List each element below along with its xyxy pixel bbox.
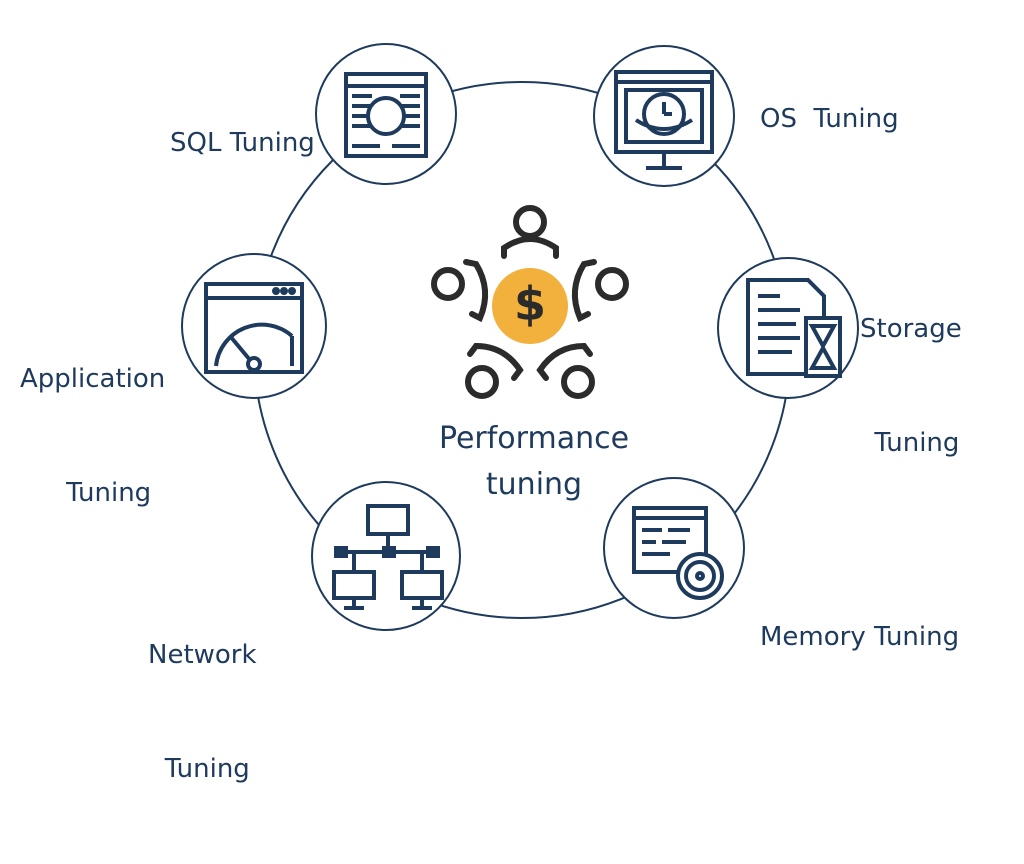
os-monitor-clock-icon bbox=[614, 70, 714, 170]
node-network bbox=[311, 481, 461, 631]
storage-document-hourglass-icon bbox=[746, 278, 842, 378]
diagram-canvas: $ bbox=[181, 43, 859, 631]
label-application-line1: Application bbox=[20, 364, 166, 394]
label-memory-line1: Memory Tuning bbox=[760, 622, 960, 652]
node-os bbox=[593, 45, 735, 187]
label-network-line2: Tuning bbox=[164, 754, 250, 784]
label-application-line2: Tuning bbox=[66, 478, 152, 508]
performance-tuning-diagram: $ SQL Tuning OS Tunin bbox=[20, 24, 962, 784]
center-label: Performance tuning bbox=[404, 416, 664, 508]
node-application bbox=[181, 253, 327, 399]
sql-table-icon bbox=[344, 72, 428, 158]
label-network: Network Tuning bbox=[148, 560, 257, 864]
label-sql-line1: SQL Tuning bbox=[170, 128, 315, 158]
memory-window-disk-icon bbox=[632, 506, 724, 600]
node-sql bbox=[315, 43, 457, 185]
label-network-line1: Network bbox=[148, 640, 257, 670]
label-application: Application Tuning bbox=[20, 284, 165, 588]
label-os: OS Tuning bbox=[760, 24, 899, 214]
label-storage-line2: Tuning bbox=[874, 428, 960, 458]
node-memory bbox=[603, 477, 745, 619]
network-computers-icon bbox=[332, 504, 444, 610]
label-os-line1: OS Tuning bbox=[760, 104, 899, 134]
label-storage: Storage Tuning bbox=[860, 234, 962, 538]
dollar-sign-icon: $ bbox=[514, 277, 546, 331]
application-gauge-icon bbox=[204, 282, 304, 374]
team-money-icon: $ bbox=[431, 205, 629, 399]
label-memory: Memory Tuning bbox=[760, 542, 959, 732]
label-storage-line1: Storage bbox=[860, 314, 962, 344]
node-storage bbox=[717, 257, 859, 399]
center-label-line2: tuning bbox=[485, 467, 583, 502]
coin-circle bbox=[492, 268, 568, 344]
center-label-line1: Performance bbox=[438, 421, 630, 456]
label-sql: SQL Tuning bbox=[170, 48, 315, 238]
